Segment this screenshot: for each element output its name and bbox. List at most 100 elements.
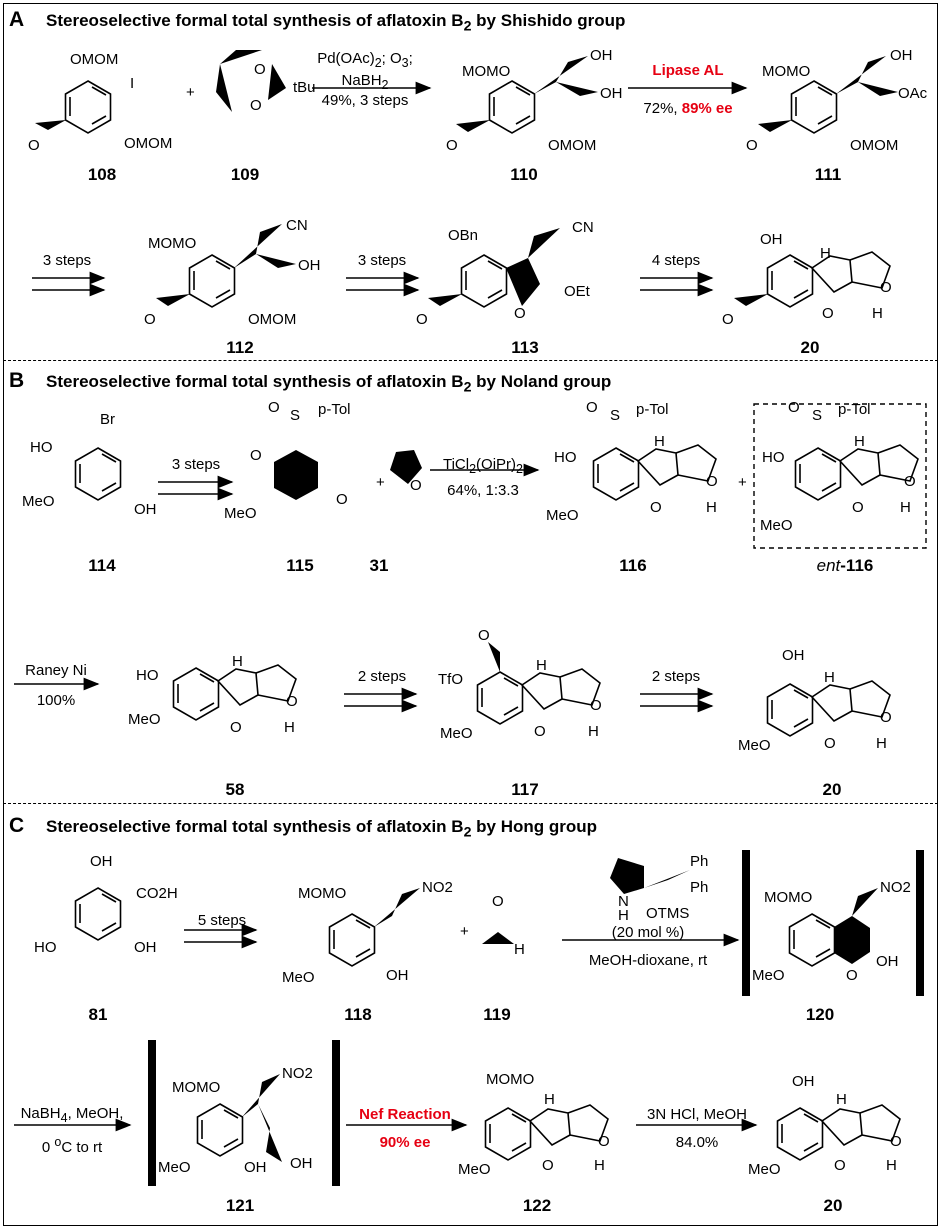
svg-text:OH: OH xyxy=(600,85,623,102)
svg-text:p-Tol: p-Tol xyxy=(636,401,669,418)
cond-c5-reagent: 3N HCl, MeOH xyxy=(646,1106,748,1123)
section-a-letter: A xyxy=(9,8,25,31)
molecule-111: MOMO OH OAc OMOM O xyxy=(746,47,928,154)
molecule-113: OBn CN OEt O O xyxy=(416,219,594,328)
svg-text:HO: HO xyxy=(136,667,159,684)
compound-label-111: 111 xyxy=(814,165,842,184)
svg-text:H: H xyxy=(854,433,865,450)
cond-c4-nef: Nef Reaction xyxy=(359,1106,451,1123)
plus-sign-b: + xyxy=(376,474,385,491)
section-b-title: Stereoselective formal total synthesis o… xyxy=(46,372,612,396)
molecule-31: O xyxy=(390,450,422,494)
svg-text:H: H xyxy=(836,1091,847,1108)
svg-text:O: O xyxy=(746,137,758,154)
compound-label-113: 113 xyxy=(511,338,539,357)
compound-label-31: 31 xyxy=(369,556,389,575)
svg-text:O: O xyxy=(514,305,526,322)
svg-text:CN: CN xyxy=(286,217,308,234)
svg-text:OH: OH xyxy=(134,939,157,956)
svg-text:OH: OH xyxy=(782,647,805,664)
svg-text:MeO: MeO xyxy=(748,1161,781,1178)
svg-text:O: O xyxy=(230,719,242,736)
molecule-112: MOMO CN OH OMOM O xyxy=(144,217,321,328)
molecule-117: O TfO MeO O O H H xyxy=(438,627,602,742)
molecule-119: O H xyxy=(482,893,525,958)
compound-label-118: 118 xyxy=(344,1005,372,1024)
svg-text:MOMO: MOMO xyxy=(172,1079,220,1096)
svg-text:MeO: MeO xyxy=(546,507,579,524)
svg-text:HO: HO xyxy=(34,939,57,956)
svg-text:MeO: MeO xyxy=(440,725,473,742)
molecule-81: OH CO2H HO OH xyxy=(34,853,178,956)
compound-label-121: 121 xyxy=(225,1196,255,1215)
ent-116-box xyxy=(753,403,927,549)
multistep-arrow-c1 xyxy=(184,923,258,949)
svg-text:H: H xyxy=(900,499,911,516)
svg-text:H: H xyxy=(588,723,599,740)
plus-sign-c: + xyxy=(460,923,469,940)
svg-text:MOMO: MOMO xyxy=(298,885,346,902)
cond-c2-solvent: MeOH-dioxane, rt xyxy=(588,952,708,969)
compound-label-20-a: 20 xyxy=(800,338,820,357)
cond-a1-reagents: Pd(OAc)2; O3; xyxy=(317,50,413,70)
compound-label-117: 117 xyxy=(511,780,539,799)
cond-b4: 2 steps xyxy=(357,668,407,685)
svg-text:O: O xyxy=(904,473,916,490)
svg-text:H: H xyxy=(654,433,665,450)
cond-c3-temp: 0 oC to rt xyxy=(41,1135,103,1156)
svg-text:MeO: MeO xyxy=(738,737,771,754)
catalyst-structure: Ph Ph OTMS N H xyxy=(610,853,708,924)
svg-text:tBu: tBu xyxy=(293,79,316,96)
svg-text:O: O xyxy=(650,499,662,516)
svg-text:O: O xyxy=(250,447,262,464)
multistep-arrow-b1 xyxy=(158,475,234,501)
svg-text:MeO: MeO xyxy=(752,967,785,984)
svg-text:OH: OH xyxy=(134,501,157,518)
svg-text:NO2: NO2 xyxy=(880,879,911,896)
compound-label-20-b: 20 xyxy=(822,780,842,799)
compound-label-119: 119 xyxy=(483,1005,511,1024)
svg-text:OH: OH xyxy=(290,1155,313,1172)
svg-text:MeO: MeO xyxy=(760,517,793,534)
svg-text:O: O xyxy=(834,1157,846,1174)
svg-text:H: H xyxy=(872,305,883,322)
svg-text:O: O xyxy=(890,1133,902,1150)
svg-text:H: H xyxy=(886,1157,897,1174)
svg-text:H: H xyxy=(232,653,243,670)
cond-b3-reagent: Raney Ni xyxy=(25,662,87,679)
svg-text:Br: Br xyxy=(100,411,115,428)
svg-text:O: O xyxy=(416,311,428,328)
compound-label-108: 108 xyxy=(87,165,117,184)
svg-text:OMOM: OMOM xyxy=(248,311,296,328)
svg-text:OH: OH xyxy=(876,953,899,970)
svg-text:MOMO: MOMO xyxy=(486,1071,534,1088)
svg-text:O: O xyxy=(492,893,504,910)
molecule-118: MOMO NO2 MeO OH xyxy=(282,879,453,986)
cond-b3-yield: 100% xyxy=(36,692,76,709)
svg-text:H: H xyxy=(594,1157,605,1174)
svg-text:H: H xyxy=(618,907,629,924)
multistep-arrow-b5 xyxy=(640,687,714,713)
molecule-108: OMOM I OMOM O xyxy=(28,51,172,154)
svg-text:NO2: NO2 xyxy=(422,879,453,896)
svg-text:MeO: MeO xyxy=(282,969,315,986)
svg-text:H: H xyxy=(876,735,887,752)
cond-a1-yield: 49%, 3 steps xyxy=(321,92,409,109)
svg-text:H: H xyxy=(706,499,717,516)
svg-text:OBn: OBn xyxy=(448,227,478,244)
svg-text:O: O xyxy=(410,477,422,494)
molecule-20-b: OH MeO O O H H xyxy=(738,647,892,754)
cond-a5: 4 steps xyxy=(651,252,701,269)
svg-text:OH: OH xyxy=(792,1073,815,1090)
svg-text:H: H xyxy=(820,245,831,262)
svg-text:H: H xyxy=(514,941,525,958)
svg-text:O: O xyxy=(706,473,718,490)
svg-text:Ph: Ph xyxy=(690,879,708,896)
svg-text:O: O xyxy=(880,709,892,726)
svg-text:HO: HO xyxy=(30,439,53,456)
svg-text:O: O xyxy=(254,61,266,78)
molecule-114: Br HO MeO OH xyxy=(22,411,157,518)
svg-text:S: S xyxy=(290,407,300,424)
molecule-121: MOMO NO2 MeO OH OH xyxy=(158,1065,313,1176)
